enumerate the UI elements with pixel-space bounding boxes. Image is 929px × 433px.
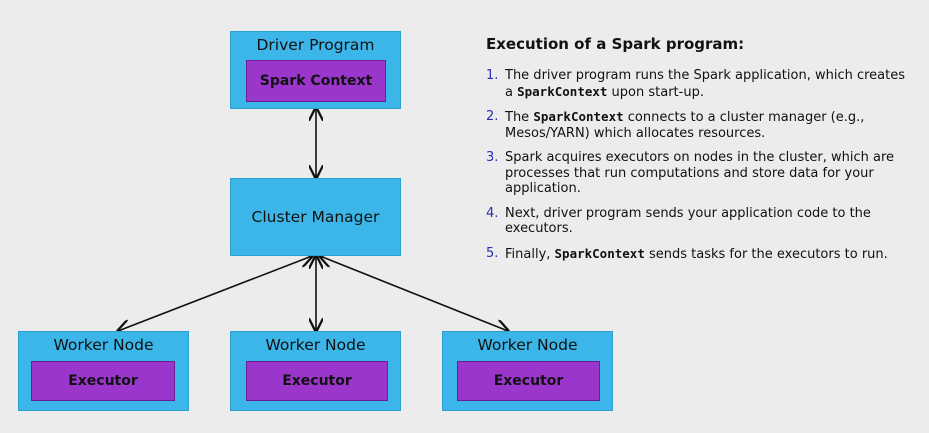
step-text: Finally, [505,246,555,262]
worker-node-2: Worker Node Executor [230,331,401,411]
step-text: upon start-up. [607,84,704,100]
executor-box: Executor [31,361,175,401]
step-number: 1. [486,68,499,83]
manager-worker-3-arrow [320,256,508,331]
step-text: Spark acquires executors on nodes in the… [505,150,895,196]
worker-node-3: Worker Node Executor [442,331,613,411]
step-text: Next, driver program sends your applicat… [505,205,871,237]
panel-heading: Execution of a Spark program: [486,35,745,53]
step-number: 3. [486,150,499,165]
execution-steps-panel: Execution of a Spark program: 1. The driv… [486,34,916,271]
worker-node-title: Worker Node [53,336,154,354]
worker-node-title: Worker Node [265,336,366,354]
step-item: 1. The driver program runs the Spark appl… [486,68,916,100]
spark-context-box: Spark Context [246,60,386,102]
executor-box: Executor [457,361,600,401]
step-item: 2. The SparkContext connects to a cluster… [486,109,916,141]
step-number: 4. [486,205,499,221]
code-term: SparkContext [554,245,645,261]
step-text: The [505,110,534,125]
step-number: 2. [486,109,499,124]
step-item: 5. Finally, SparkContext sends tasks for … [486,246,916,263]
step-text: sends tasks for the executors to run. [644,246,888,262]
steps-list: 1. The driver program runs the Spark appl… [486,68,916,262]
step-item: 3. Spark acquires executors on nodes in t… [486,150,916,197]
worker-node-title: Worker Node [477,336,578,354]
manager-worker-1-arrow [118,256,312,331]
cluster-manager-node: Cluster Manager [230,178,401,256]
step-item: 4. Next, driver program sends your applic… [486,206,916,237]
driver-program-node: Driver Program Spark Context [230,31,401,109]
executor-box: Executor [246,361,388,401]
step-text: The driver program runs the Spark applic… [505,68,905,100]
code-term: SparkContext [533,109,624,124]
driver-program-title: Driver Program [256,36,375,54]
worker-node-1: Worker Node Executor [18,331,189,411]
cluster-manager-title: Cluster Manager [251,208,380,226]
step-number: 5. [486,245,499,261]
step-text: connects to a cluster manager (e.g., Mes… [505,110,865,141]
code-term: SparkContext [517,83,608,99]
